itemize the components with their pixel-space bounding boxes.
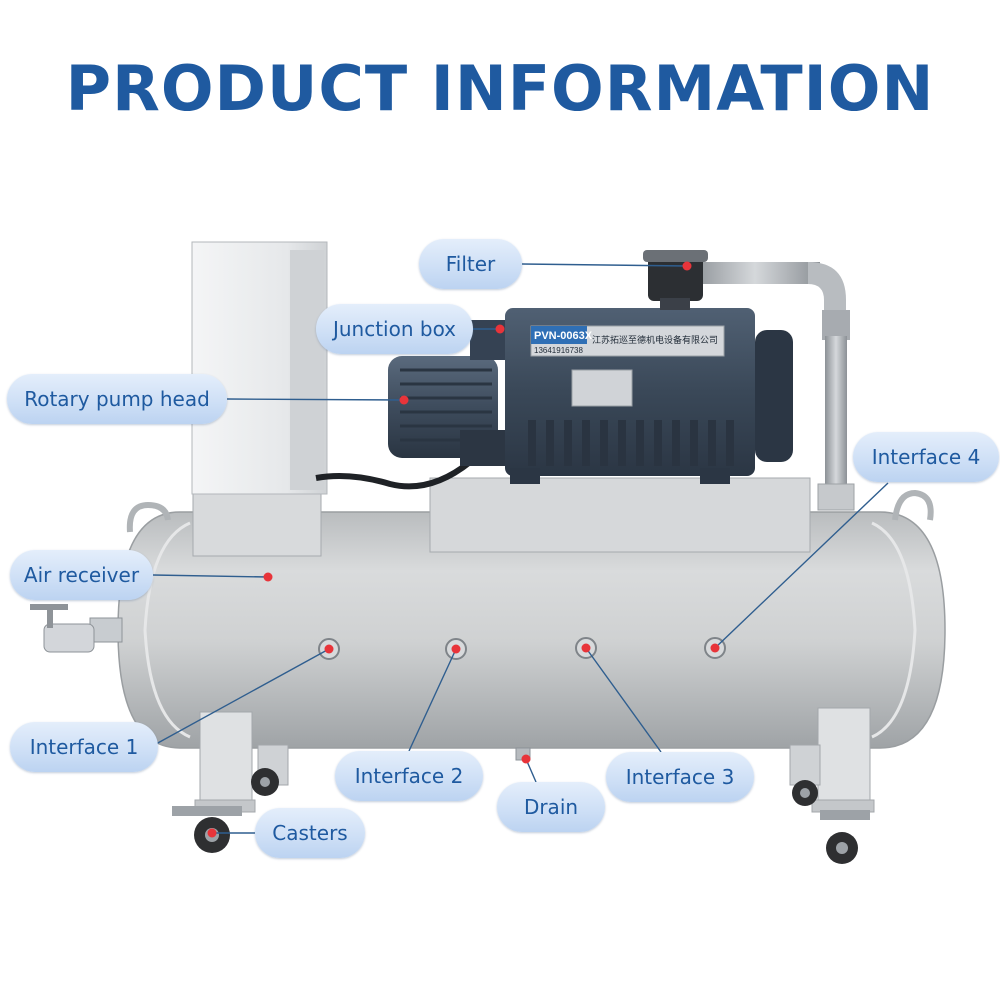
callout-interface-1: Interface 1 — [10, 722, 158, 772]
electrical-cabinet — [191, 241, 328, 495]
callout-interface-3: Interface 3 — [606, 752, 754, 802]
left-mount-plate — [192, 491, 322, 557]
callout-interface-2: Interface 2 — [335, 751, 483, 801]
pump-company-label: 江苏拓巡至德机电设备有限公司 — [592, 334, 718, 346]
inlet-piping — [690, 262, 855, 511]
callout-air-receiver: Air receiver — [10, 550, 153, 600]
motor — [388, 320, 515, 466]
pump-phone-label: 13641916738 — [534, 346, 583, 355]
tank-feet — [194, 707, 875, 813]
right-handle — [892, 489, 934, 521]
feature-markers — [207, 261, 720, 838]
pump-mount-plate — [429, 477, 811, 553]
left-handle — [126, 501, 171, 533]
callout-filter: Filter — [419, 239, 522, 289]
callout-rotary-pump-head: Rotary pump head — [7, 374, 227, 424]
ball-valve — [30, 604, 123, 653]
callout-interface-4: Interface 4 — [853, 432, 999, 482]
pump-housing — [505, 308, 793, 484]
callout-junction-box: Junction box — [316, 304, 473, 354]
leader-lines — [152, 263, 889, 834]
pump-model-label: PVN-0063X — [534, 330, 593, 342]
casters — [172, 768, 870, 864]
power-cable — [315, 459, 472, 490]
callout-casters: Casters — [255, 808, 365, 858]
page-title: PRODUCT INFORMATION — [65, 52, 935, 125]
filter-unit — [643, 250, 708, 310]
callout-drain: Drain — [497, 782, 605, 832]
